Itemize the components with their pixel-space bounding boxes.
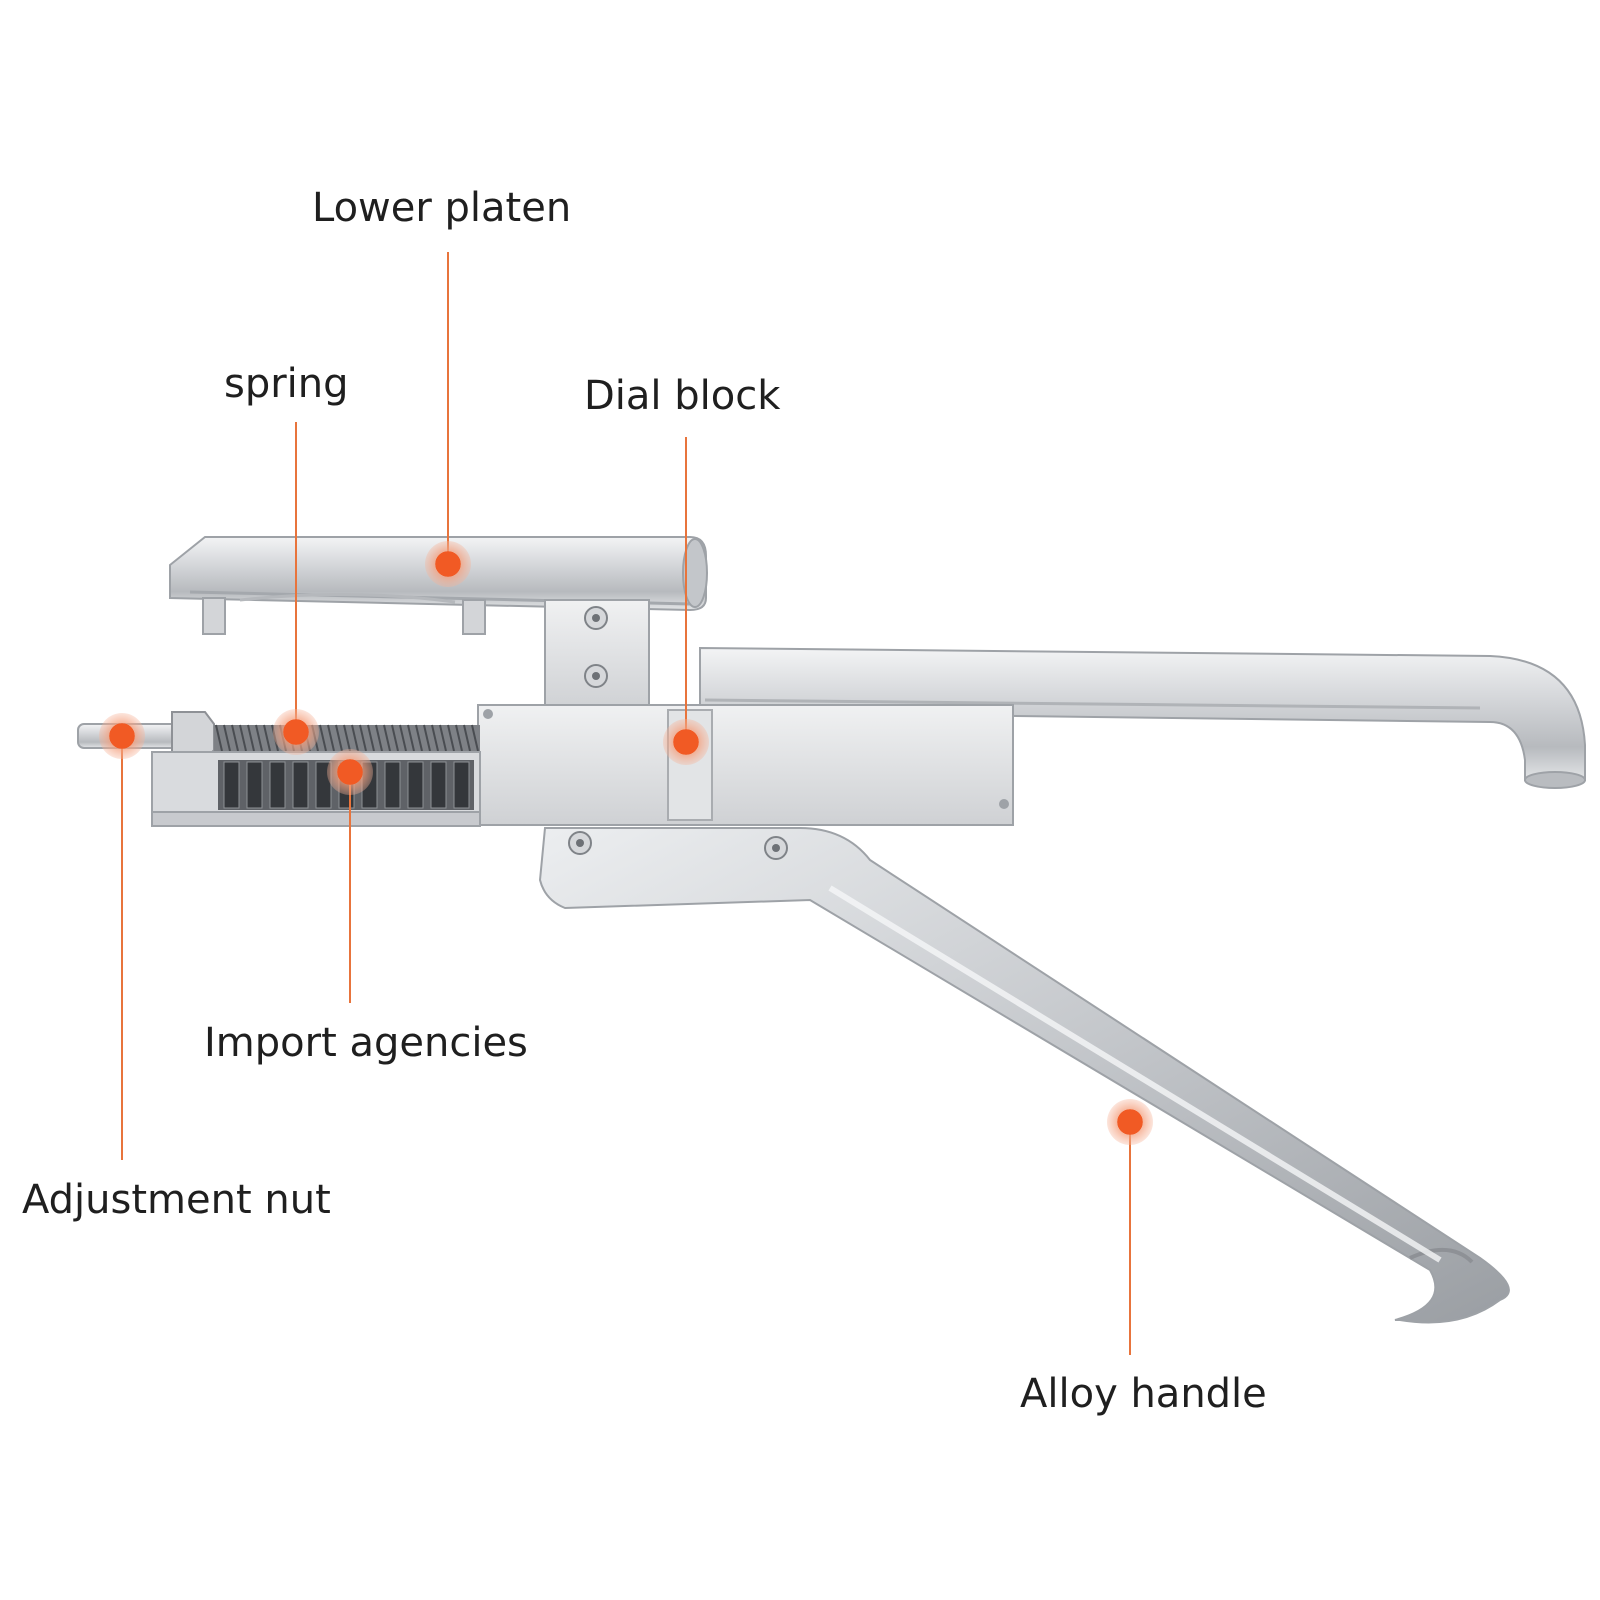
rack-tooth: [223, 761, 240, 809]
rack-tooth: [384, 761, 401, 809]
rack-tooth: [292, 761, 309, 809]
callout-dot-lower-platen: [425, 541, 471, 587]
rack-tooth: [269, 761, 286, 809]
callout-dot-alloy-handle: [1107, 1099, 1153, 1145]
callout-dot-dial-block: [663, 719, 709, 765]
dial-block-bracket: [544, 599, 650, 711]
import-agencies-rack: [151, 751, 481, 827]
leader-lines: [121, 252, 1131, 1355]
callout-markers: [99, 541, 1153, 1145]
main-body-plate: [477, 704, 1014, 826]
upper-handle-part: [699, 646, 1586, 789]
callout-dot-adjustment-nut: [99, 713, 145, 759]
label-adjustment-nut: Adjustment nut: [22, 1177, 331, 1223]
rack-tooth: [453, 761, 470, 809]
rack-tooth: [246, 761, 263, 809]
label-import-agencies: Import agencies: [204, 1020, 528, 1066]
callout-dot-spring: [273, 709, 319, 755]
callout-dot-import-agencies: [327, 749, 373, 795]
lower-handle-part: [538, 827, 1510, 1324]
label-alloy-handle: Alloy handle: [1020, 1371, 1267, 1417]
rack-tooth: [430, 761, 447, 809]
rack-tooth: [407, 761, 424, 809]
label-spring: spring: [224, 361, 349, 407]
label-lower-platen: Lower platen: [312, 185, 572, 231]
label-dial-block: Dial block: [584, 373, 781, 419]
